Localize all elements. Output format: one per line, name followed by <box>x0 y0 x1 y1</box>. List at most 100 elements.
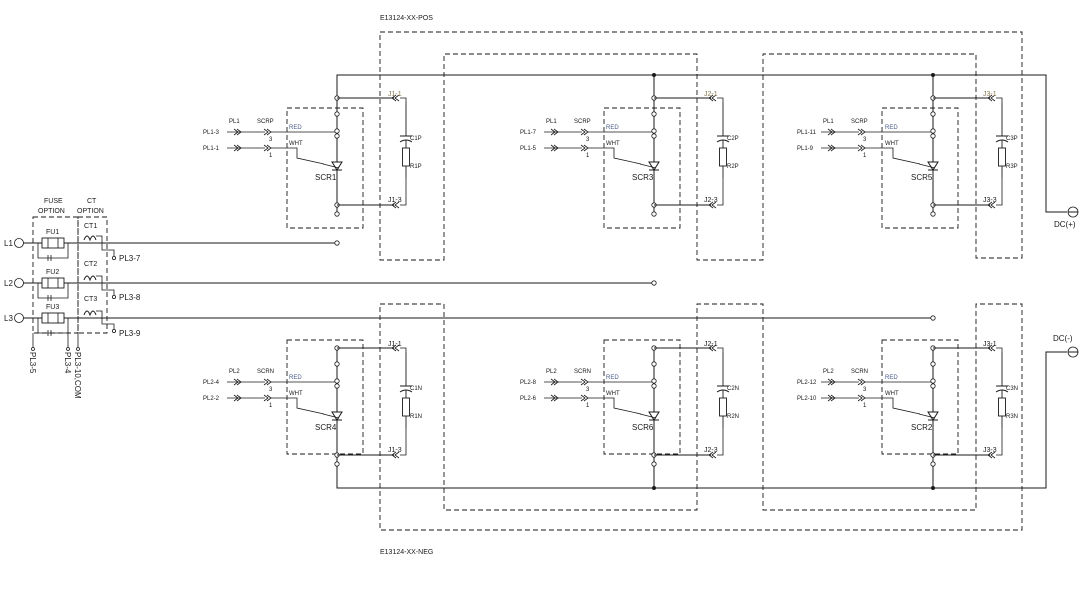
pl-connector-label: PL2 <box>546 369 557 375</box>
j1-label: J1-1 <box>388 341 402 348</box>
pl3-5-label: PL3-5 <box>28 352 37 374</box>
top-assembly-title: E13124-XX-POS <box>380 15 433 22</box>
resistor-label: R3P <box>1006 164 1018 170</box>
gate-input-1-label: PL1-3 <box>203 130 220 136</box>
bus-node <box>651 461 657 467</box>
j3-label: J3-3 <box>983 447 997 454</box>
l3-terminal[interactable] <box>14 313 24 323</box>
gate-input-1-label: PL1-11 <box>797 130 817 136</box>
red-wire-label: RED <box>606 125 619 131</box>
bus-node <box>930 133 936 139</box>
dc-negative-label: DC(-) <box>1053 334 1073 343</box>
ct-option-label-2: OPTION <box>77 208 104 215</box>
dc-positive-bus <box>336 73 1067 213</box>
gate-input-2-label: PL1-9 <box>797 146 814 152</box>
l2-terminal[interactable] <box>14 278 24 288</box>
bus-node <box>651 383 657 389</box>
j1-label: J2-1 <box>704 341 718 348</box>
fuse-fu1 <box>41 237 65 249</box>
fu2-label: FU2 <box>46 269 59 276</box>
scr-label: SCR3 <box>632 173 654 182</box>
fu1-label: FU1 <box>46 229 59 236</box>
pin-3-label: 3 <box>586 387 590 393</box>
j1-label: J2-1 <box>704 91 718 98</box>
phase-lines <box>18 240 936 321</box>
dc-negative-bus <box>336 351 1067 490</box>
scr-connector-label: SCRN <box>574 369 591 375</box>
connector-chevron <box>263 128 272 136</box>
pin-3-label: 3 <box>863 137 867 143</box>
pin-1-label: 1 <box>269 153 273 159</box>
scr-connector-label: SCRN <box>851 369 868 375</box>
dc-positive-label: DC(+) <box>1054 220 1076 229</box>
scr-connector-label: SCRP <box>257 119 274 125</box>
bus-node <box>651 361 657 367</box>
ct2-label: CT2 <box>84 261 97 268</box>
fuse-option-label-1: FUSE <box>44 198 63 205</box>
resistor-label: R2N <box>727 414 739 420</box>
bus-node <box>334 378 340 384</box>
fuse-fu3 <box>41 312 65 324</box>
connector-chevron <box>580 394 589 402</box>
l3-label: L3 <box>4 314 13 323</box>
ct1-label: CT1 <box>84 223 97 230</box>
bus-node <box>334 128 340 134</box>
bus-node <box>930 111 936 117</box>
ct3-label: CT3 <box>84 296 97 303</box>
pin-3-label: 3 <box>269 137 273 143</box>
white-wire-label: WHT <box>606 391 620 397</box>
pl-connector-label: PL2 <box>229 369 240 375</box>
red-wire-label: RED <box>289 125 302 131</box>
gate-input-2-label: PL2-6 <box>520 396 537 402</box>
connector-chevron <box>263 394 272 402</box>
scr-connector-label: SCRP <box>851 119 868 125</box>
pin-3-label: 3 <box>863 387 867 393</box>
bus-node <box>334 383 340 389</box>
resistor-label: R3N <box>1006 414 1018 420</box>
assembly-outlines <box>32 31 1023 531</box>
connector-chevron <box>857 378 866 386</box>
ct-option-label-1: CT <box>87 198 97 205</box>
bus-node <box>651 378 657 384</box>
gate-input-2-label: PL2-10 <box>797 396 817 402</box>
pin-1-label: 1 <box>586 403 590 409</box>
gate-input-1-label: PL2-8 <box>520 380 537 386</box>
capacitor-label: C1N <box>410 386 422 392</box>
l1-terminal[interactable] <box>14 238 24 248</box>
pin-1-label: 1 <box>586 153 590 159</box>
capacitor-label: C2N <box>727 386 739 392</box>
white-wire-label: WHT <box>885 391 899 397</box>
pl-connector-label: PL1 <box>823 119 834 125</box>
fuse-option-label-2: OPTION <box>38 208 65 215</box>
bus-node <box>930 383 936 389</box>
capacitor-label: C3N <box>1006 386 1018 392</box>
white-wire-label: WHT <box>885 141 899 147</box>
bus-node <box>334 133 340 139</box>
white-wire-label: WHT <box>289 141 303 147</box>
pl3-4-label: PL3-4 <box>63 352 72 374</box>
pin-3-label: 3 <box>269 387 273 393</box>
connector-chevron <box>857 394 866 402</box>
red-wire-label: RED <box>885 375 898 381</box>
white-wire-label: WHT <box>289 391 303 397</box>
gate-input-1-label: PL1-7 <box>520 130 537 136</box>
j3-label: J3-3 <box>983 197 997 204</box>
gate-input-2-label: PL1-5 <box>520 146 537 152</box>
j3-label: J2-3 <box>704 197 718 204</box>
resistor-label: R2P <box>727 164 739 170</box>
fu3-label: FU3 <box>46 304 59 311</box>
bus-node <box>334 461 340 467</box>
j1-label: J1-1 <box>388 91 402 98</box>
fuse-fu2 <box>41 277 65 289</box>
bus-node <box>334 211 340 217</box>
bus-node <box>930 378 936 384</box>
gate-input-1-label: PL2-12 <box>797 380 817 386</box>
red-wire-label: RED <box>289 375 302 381</box>
connector-chevron <box>857 144 866 152</box>
gate-input-1-label: PL2-4 <box>203 380 220 386</box>
white-wire-label: WHT <box>606 141 620 147</box>
